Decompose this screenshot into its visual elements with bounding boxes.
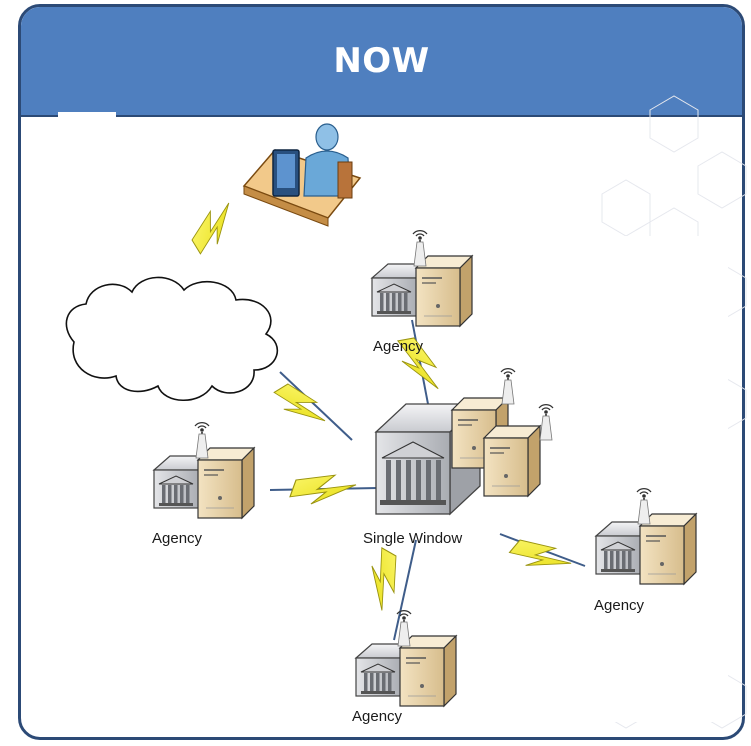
cloud-icon <box>65 276 278 401</box>
agency-top-label: Agency <box>373 338 424 355</box>
user-workstation-icon <box>242 123 362 227</box>
connection-lines <box>269 319 586 641</box>
single-window-hub-icon <box>374 367 554 516</box>
agency-left-label: Agency <box>152 530 203 547</box>
single-window-label: Single Window <box>363 530 463 547</box>
header-bar: NOW <box>21 7 742 117</box>
page-title: NOW <box>333 41 430 81</box>
agency-bottom-label: Agency <box>352 708 403 725</box>
agency-right-label: Agency <box>594 597 645 614</box>
